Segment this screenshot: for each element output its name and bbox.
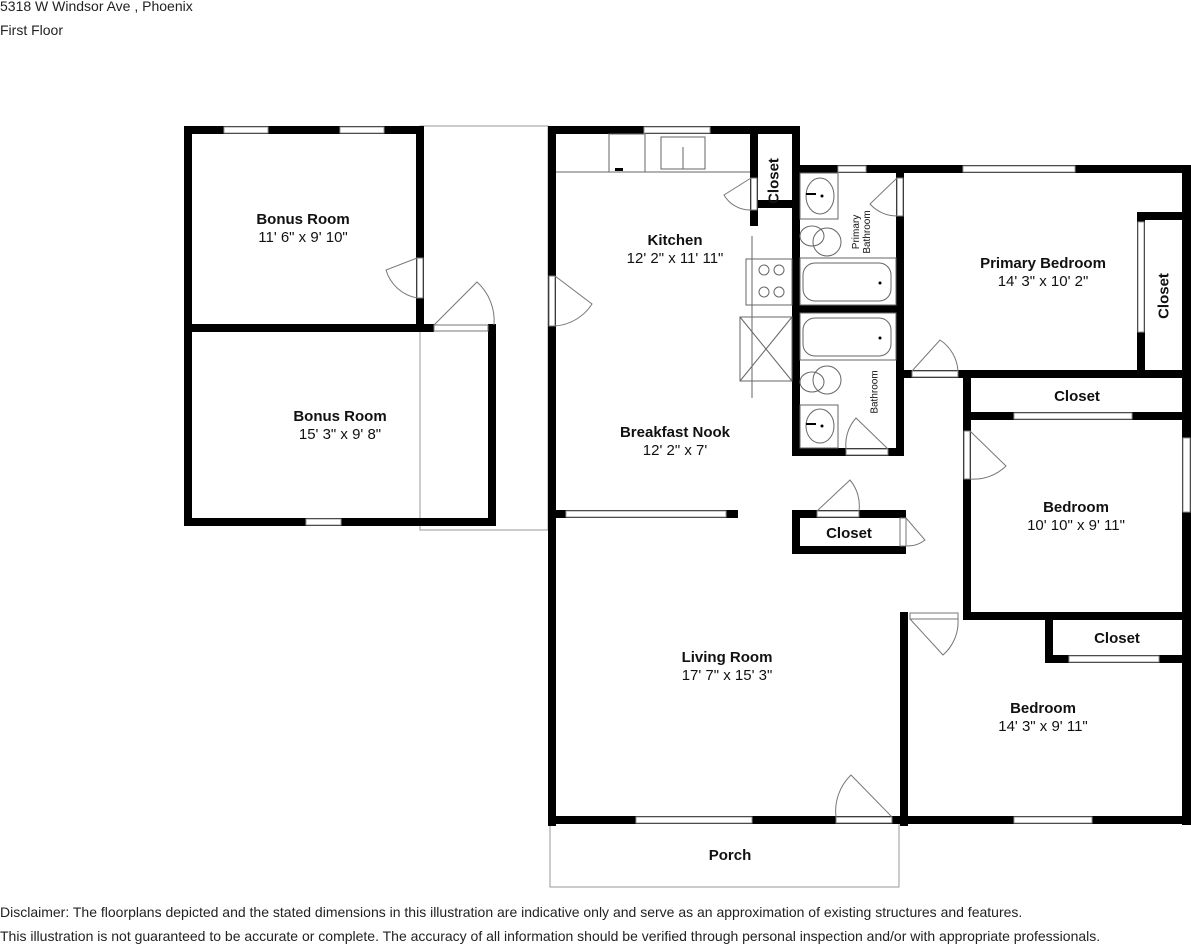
room-closet-hall-upper: Closet (1054, 388, 1100, 406)
disclaimer-line-2: This illustration is not guaranteed to b… (0, 928, 1101, 944)
kitchen-fixtures (556, 133, 793, 398)
room-name: Closet (1094, 630, 1140, 647)
property-address: 5318 W Windsor Ave , Phoenix (0, 0, 193, 14)
windows (223, 126, 1191, 824)
room-name: Bonus Room (293, 408, 387, 425)
room-dimensions: 14' 3" x 9' 11" (998, 718, 1088, 735)
room-name: Porch (708, 847, 752, 864)
room-bedroom-2: Bedroom 14' 3" x 9' 11" (998, 700, 1088, 736)
disclaimer-line-1: Disclaimer: The floorplans depicted and … (0, 904, 1023, 920)
room-name-line1: Primary (851, 214, 862, 250)
room-dimensions: 10' 10" x 9' 11" (1027, 517, 1125, 534)
room-porch: Porch (709, 847, 752, 865)
room-breakfast-nook: Breakfast Nook 12' 2" x 7' (620, 424, 730, 460)
room-dimensions: 11' 6" x 9' 10" (258, 229, 348, 246)
room-closet-kitchen: Closet (765, 158, 783, 204)
room-name: Primary Bedroom (980, 255, 1106, 272)
room-bedroom-1: Bedroom 10' 10" x 9' 11" (1027, 499, 1125, 535)
room-name: Breakfast Nook (619, 424, 731, 441)
room-dimensions: 12' 2" x 11' 11" (626, 250, 724, 267)
fixture-dots (806, 193, 882, 428)
room-primary-bedroom: Primary Bedroom 14' 3" x 10' 2" (980, 255, 1106, 291)
room-bathroom: Bathroom (869, 370, 881, 414)
room-name-line2: Bathroom (862, 210, 873, 254)
room-name: Kitchen (647, 232, 703, 249)
room-dimensions: 14' 3" x 10' 2" (997, 273, 1089, 290)
room-kitchen: Kitchen 12' 2" x 11' 11" (627, 232, 724, 268)
room-closet-bedroom-2: Closet (1094, 630, 1140, 648)
room-name: Closet (1054, 388, 1100, 405)
bathroom-fixtures (799, 172, 897, 449)
room-name: Bedroom (1010, 700, 1076, 717)
room-name: Bedroom (1043, 499, 1109, 516)
room-living-room: Living Room 17' 7" x 15' 3" (682, 649, 773, 685)
room-name: Living Room (681, 649, 773, 666)
room-primary-bathroom: Primary Bathroom (851, 210, 873, 253)
room-dimensions: 17' 7" x 15' 3" (681, 667, 773, 684)
room-bonus-room-2: Bonus Room 15' 3" x 9' 8" (293, 408, 386, 444)
floor-label: First Floor (0, 22, 63, 38)
room-closet-primary: Closet (1155, 273, 1173, 319)
room-name: Closet (826, 525, 872, 542)
room-dimensions: 15' 3" x 9' 8" (298, 426, 382, 443)
room-closet-hall: Closet (826, 525, 872, 543)
room-bonus-room-1: Bonus Room 11' 6" x 9' 10" (256, 211, 349, 247)
doors (385, 177, 1007, 824)
room-dimensions: 12' 2" x 7' (642, 442, 708, 459)
room-name: Bonus Room (256, 211, 350, 228)
